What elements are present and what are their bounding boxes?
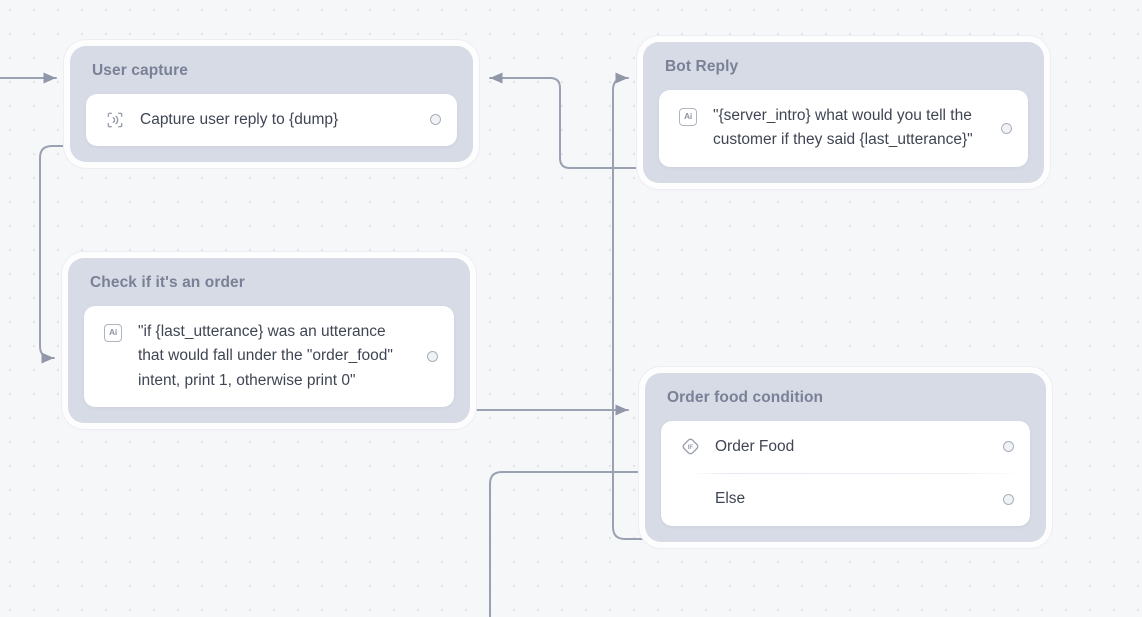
node-check-order[interactable]: Check if it's an order Ai "if {last_utte…: [68, 258, 470, 424]
node-title: Check if it's an order: [90, 274, 245, 291]
node-row-label: Else: [715, 490, 746, 508]
node-title: User capture: [92, 62, 188, 79]
node-row[interactable]: Capture user reply to {dump}: [86, 94, 457, 146]
ai-icon: Ai: [677, 106, 699, 128]
node-card: IF Order Food Else: [661, 420, 1030, 526]
node-title: Bot Reply: [665, 58, 739, 75]
output-port-order-food[interactable]: [1003, 441, 1014, 453]
node-title: Order food condition: [667, 389, 824, 406]
node-bot-reply[interactable]: Bot Reply Ai "{server_intro} what would …: [643, 42, 1044, 183]
node-order-condition[interactable]: Order food condition IF Order Food Else: [645, 373, 1046, 542]
output-port[interactable]: [1001, 122, 1012, 134]
node-row[interactable]: Ai "if {last_utterance} was an utterance…: [84, 306, 454, 407]
node-row-else[interactable]: Else: [661, 473, 1030, 525]
ai-icon: Ai: [102, 322, 124, 344]
node-row-order-food[interactable]: IF Order Food: [661, 421, 1030, 473]
node-row-label: "if {last_utterance} was an utterance th…: [138, 322, 393, 389]
output-port[interactable]: [427, 350, 438, 362]
node-card: Capture user reply to {dump}: [86, 93, 457, 147]
voice-capture-icon: [104, 109, 126, 131]
if-condition-icon: IF: [679, 436, 701, 458]
node-row[interactable]: Ai "{server_intro} what would you tell t…: [659, 90, 1028, 167]
node-card: Ai "if {last_utterance} was an utterance…: [84, 305, 454, 408]
svg-text:IF: IF: [687, 444, 693, 451]
output-port-else[interactable]: [1003, 493, 1014, 505]
node-card: Ai "{server_intro} what would you tell t…: [659, 89, 1028, 167]
node-row-label: "{server_intro} what would you tell the …: [713, 106, 973, 149]
output-port[interactable]: [430, 114, 441, 126]
edge-botreply-to-capture: [489, 72, 661, 169]
node-row-label: Order Food: [715, 437, 795, 455]
node-row-label: Capture user reply to {dump}: [140, 110, 339, 128]
node-user-capture[interactable]: User capture Capture user reply to {dump…: [70, 46, 473, 163]
